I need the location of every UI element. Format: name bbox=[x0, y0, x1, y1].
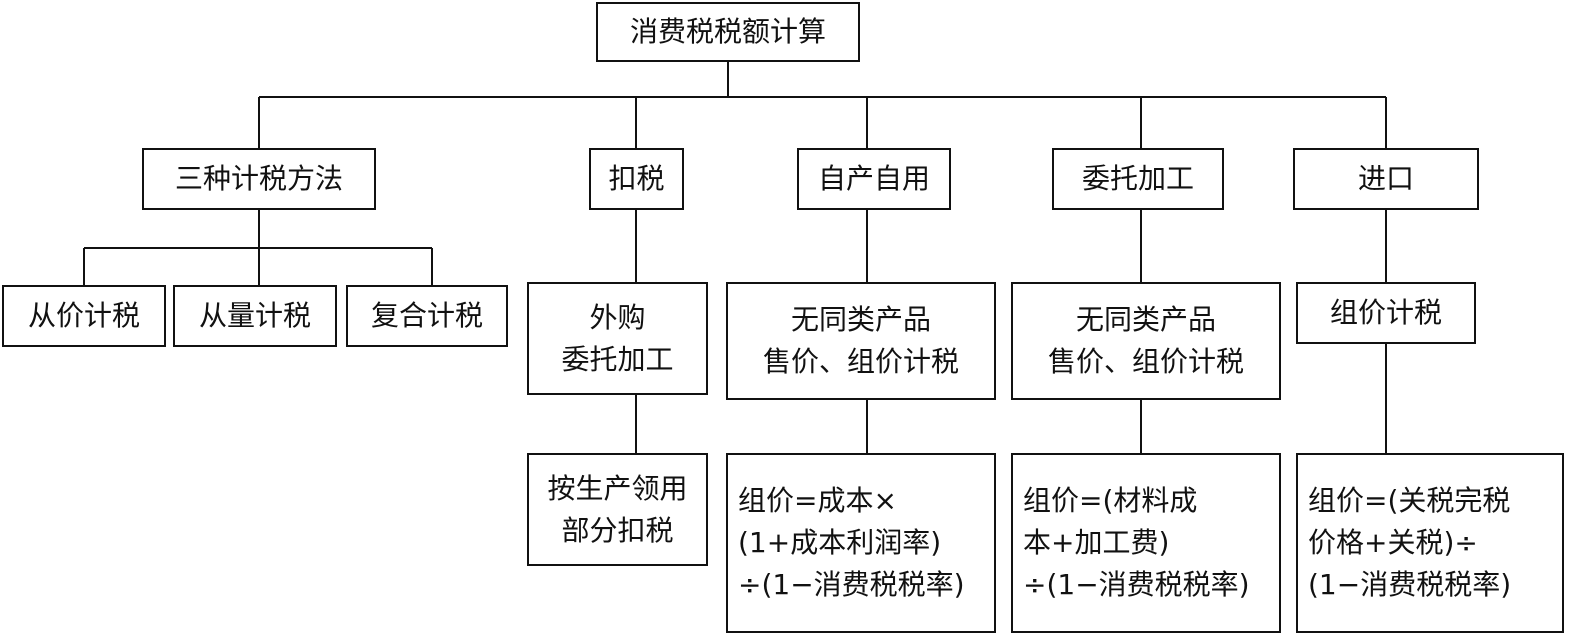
category-label: 自产自用 bbox=[817, 162, 930, 195]
category-deduction: 扣税 bbox=[589, 148, 684, 210]
self-use-formula-line: (1+成本利润率) bbox=[738, 526, 942, 559]
import-condition-line: 组价计税 bbox=[1329, 296, 1442, 329]
method-label: 从价计税 bbox=[27, 299, 140, 332]
processing-condition-node: 无同类产品 售价、组价计税 bbox=[1011, 282, 1281, 400]
self-use-formula-line: ÷(1−消费税税率) bbox=[738, 568, 965, 601]
import-formula-node: 组价=(关税完税 价格+关税)÷ (1−消费税税率) bbox=[1296, 453, 1564, 633]
category-entrusted-processing: 委托加工 bbox=[1052, 148, 1224, 210]
deduct-sources-node: 外购 委托加工 bbox=[527, 282, 708, 395]
processing-formula-line: 组价=(材料成 bbox=[1023, 484, 1198, 517]
import-formula-line: 价格+关税)÷ bbox=[1308, 526, 1478, 559]
deduct-rule-line: 部分扣税 bbox=[561, 513, 674, 547]
processing-formula-line: 本+加工费) bbox=[1023, 526, 1170, 559]
self-use-condition-line: 无同类产品 bbox=[790, 303, 931, 336]
category-label: 进口 bbox=[1357, 162, 1414, 195]
category-label: 委托加工 bbox=[1081, 162, 1194, 195]
method-label: 复合计税 bbox=[370, 299, 483, 332]
method-label: 从量计税 bbox=[198, 299, 311, 332]
self-use-formula-node: 组价=成本× (1+成本利润率) ÷(1−消费税税率) bbox=[726, 453, 996, 633]
import-formula-line: (1−消费税税率) bbox=[1308, 568, 1512, 601]
self-use-condition-node: 无同类产品 售价、组价计税 bbox=[726, 282, 996, 400]
import-formula-line: 组价=(关税完税 bbox=[1308, 484, 1511, 517]
category-tax-methods: 三种计税方法 bbox=[142, 148, 376, 210]
method-ad-valorem: 从价计税 bbox=[2, 285, 166, 347]
processing-condition-line: 售价、组价计税 bbox=[1047, 345, 1244, 378]
self-use-condition-line: 售价、组价计税 bbox=[762, 345, 959, 378]
category-self-use: 自产自用 bbox=[797, 148, 951, 210]
deduct-source-line: 委托加工 bbox=[561, 342, 674, 376]
root-node: 消费税税额计算 bbox=[596, 2, 860, 62]
processing-condition-line: 无同类产品 bbox=[1075, 303, 1216, 336]
category-import: 进口 bbox=[1293, 148, 1479, 210]
root-label: 消费税税额计算 bbox=[629, 15, 826, 48]
method-specific: 从量计税 bbox=[173, 285, 337, 347]
method-compound: 复合计税 bbox=[346, 285, 508, 347]
category-label: 扣税 bbox=[608, 162, 665, 195]
category-label: 三种计税方法 bbox=[174, 162, 343, 195]
processing-formula-node: 组价=(材料成 本+加工费) ÷(1−消费税税率) bbox=[1011, 453, 1281, 633]
import-condition-node: 组价计税 bbox=[1296, 282, 1476, 344]
self-use-formula-line: 组价=成本× bbox=[738, 484, 897, 517]
deduct-rule-node: 按生产领用 部分扣税 bbox=[527, 453, 708, 566]
processing-formula-line: ÷(1−消费税税率) bbox=[1023, 568, 1250, 601]
deduct-source-line: 外购 bbox=[589, 300, 646, 334]
deduct-rule-line: 按生产领用 bbox=[547, 471, 688, 505]
